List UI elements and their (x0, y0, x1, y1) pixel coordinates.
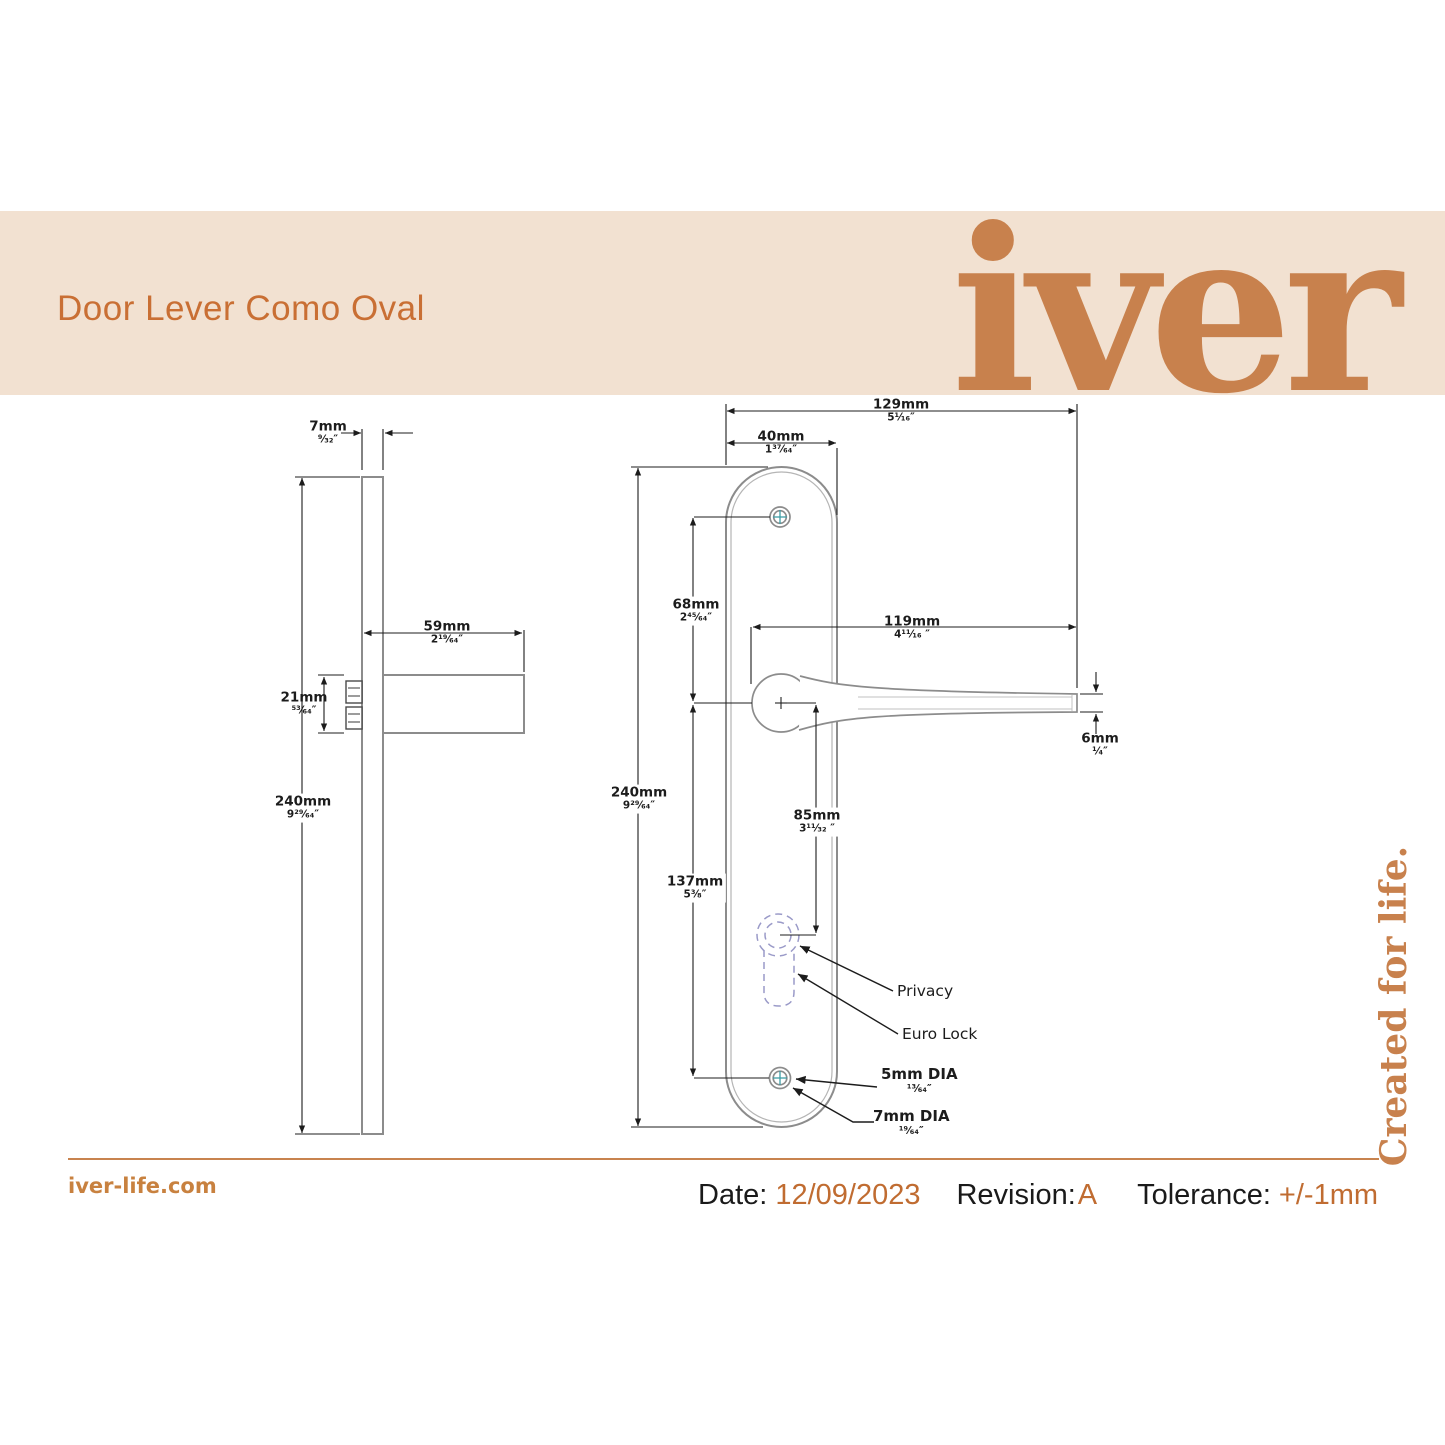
backplate-front (725, 466, 838, 1128)
side-view-drawing (345, 476, 525, 1135)
revision-label: Revision: (956, 1179, 1076, 1211)
header-band (0, 211, 1445, 395)
tolerance-label: Tolerance: (1137, 1179, 1271, 1211)
lever-side (382, 674, 525, 734)
date-value: 12/09/2023 (775, 1179, 921, 1211)
top-screw-hole (769, 506, 791, 528)
leader-lines (792, 945, 899, 1123)
bottom-screw-hole (768, 1066, 792, 1090)
backplate-side (361, 476, 384, 1135)
privacy-label: Privacy (897, 982, 954, 1000)
front-view-drawing (725, 466, 1078, 1128)
euro-lock-label: Euro Lock (902, 1025, 978, 1043)
date-label: Date: (698, 1179, 768, 1211)
spindle-clips (345, 680, 363, 730)
lever-front (751, 673, 1078, 733)
dimension-lines-front (631, 404, 1103, 1128)
footer-rule (68, 1158, 1379, 1160)
page-title: Door Lever Como Oval (57, 289, 425, 328)
footer-meta: Date:12/09/2023 Revision:A Tolerance:+/-1m… (698, 1179, 1378, 1212)
brand-logo: iver (951, 180, 1402, 444)
website-link[interactable]: iver-life.com (68, 1174, 217, 1198)
dimension-lines-side (295, 429, 525, 1135)
brand-tagline: Created for life. (1373, 845, 1415, 1167)
tolerance-value: +/-1mm (1278, 1179, 1379, 1211)
revision-value: A (1077, 1179, 1098, 1211)
